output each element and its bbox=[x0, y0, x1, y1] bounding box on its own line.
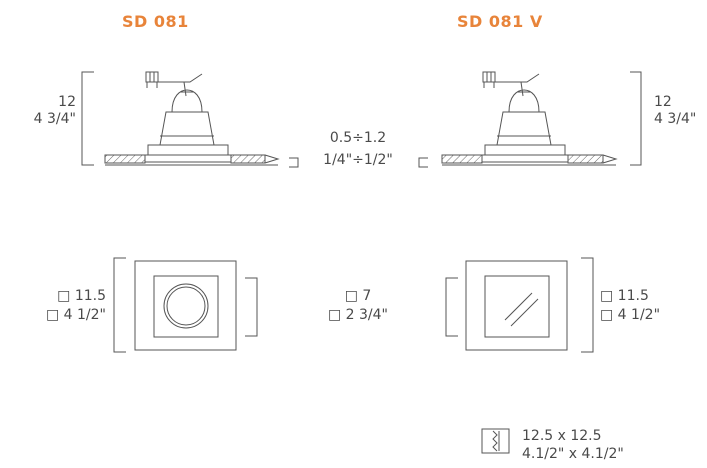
side-view-left bbox=[81, 71, 280, 166]
outer-size-cm-right: □ 11.5 bbox=[600, 288, 649, 304]
cutout-icon bbox=[481, 428, 510, 454]
top-view-left bbox=[113, 257, 258, 353]
height-cm-right: 12 bbox=[654, 94, 672, 110]
height-in-left: 4 3/4" bbox=[33, 111, 76, 127]
inner-size-cm: □ 7 bbox=[344, 288, 372, 304]
cutout-size-in: 4.1/2" x 4.1/2" bbox=[522, 446, 624, 462]
outer-size-cm-left: □ 11.5 bbox=[57, 288, 106, 304]
top-view-right bbox=[445, 257, 594, 353]
height-cm-left: 12 bbox=[58, 94, 76, 110]
ceiling-thickness-in: 1/4"÷1/2" bbox=[323, 152, 393, 168]
cutout-size-cm: 12.5 x 12.5 bbox=[522, 428, 602, 444]
ceiling-thickness-cm: 0.5÷1.2 bbox=[329, 130, 387, 146]
outer-size-in-left: □ 4 1/2" bbox=[45, 307, 106, 323]
height-in-right: 4 3/4" bbox=[654, 111, 697, 127]
product-title-sd081v: SD 081 V bbox=[457, 12, 543, 31]
inner-size-in: □ 2 3/4" bbox=[327, 307, 388, 323]
product-title-sd081: SD 081 bbox=[122, 12, 189, 31]
outer-size-in-right: □ 4 1/2" bbox=[600, 307, 661, 323]
side-view-right bbox=[441, 71, 642, 166]
